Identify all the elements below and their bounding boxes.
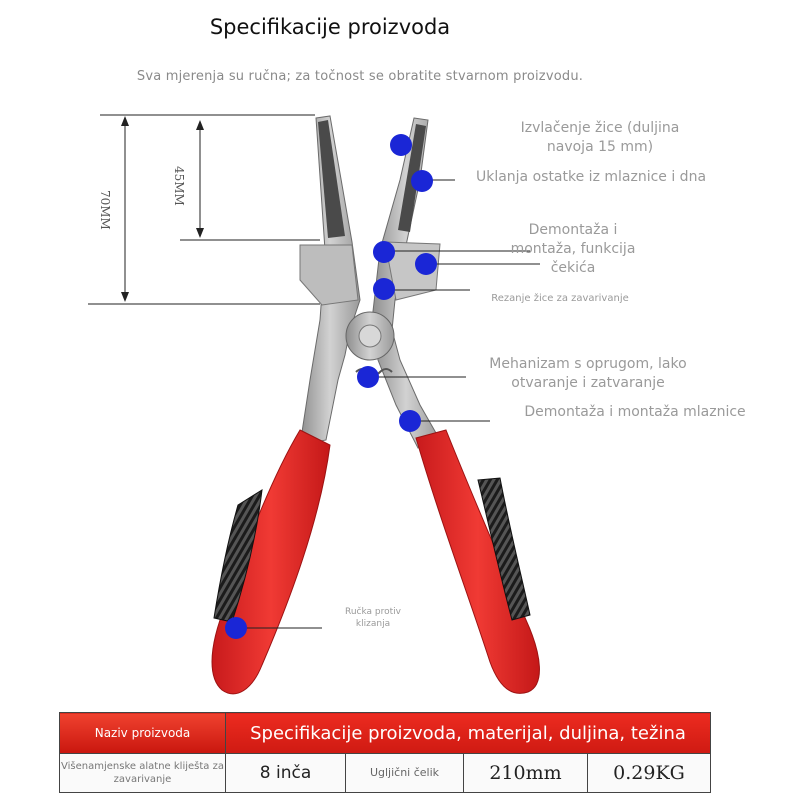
callout-markers [225,134,437,639]
cell-material: Ugljični čelik [345,753,464,793]
dimension-label-total: 70MM [98,190,112,230]
spec-table-header: Naziv proizvoda Specifikacije proizvoda,… [59,712,712,754]
marker-spring [357,366,379,388]
marker-handle [225,617,247,639]
marker-hammer [415,253,437,275]
pliers-left-half [211,115,361,695]
cell-length: 210mm [463,753,588,793]
marker-nozzle-mount [399,410,421,432]
cell-weight: 0.29KG [586,753,712,793]
leader-lines [236,145,540,629]
callout-disassembly: Demontaža i montaža, funkcija čekića [510,222,636,276]
page-title: Specifikacije proizvoda [209,15,451,39]
pivot-and-spring [345,311,395,376]
header-name-cell: Naziv proizvoda [59,712,226,754]
cell-product-name: Višenamjenske alatne kliješta za zavariv… [59,753,226,793]
marker-wire-cut [373,278,395,300]
spec-table: Naziv proizvoda Specifikacije proizvoda,… [59,712,712,793]
callout-wire-cut: Rezanje žice za zavarivanje [491,293,629,304]
callout-nozzle-clean: Uklanja ostatke iz mlaznice i dna [475,169,707,185]
callout-handle: Ručka protiv klizanja [344,607,401,629]
callout-spring: Mehanizam s oprugom, lako otvaranje i za… [489,356,687,391]
page-subtitle: Sva mjerenja su ručna; za točnost se obr… [136,69,584,84]
dimension-label-tip: 45MM [172,166,186,206]
marker-wire-pull [390,134,412,156]
dimension-lines [88,114,320,305]
callout-wire-pull: Izvlačenje žice (duljina navoja 15 mm) [520,120,680,155]
callout-nozzle-mount: Demontaža i montaža mlaznice [524,404,746,420]
cell-size: 8 inča [225,753,346,793]
marker-nozzle-clean [411,170,433,192]
header-specs-cell: Specifikacije proizvoda, materijal, dulj… [224,712,712,754]
spec-table-row: Višenamjenske alatne kliješta za zavariv… [59,753,712,793]
marker-disassembly [373,241,395,263]
